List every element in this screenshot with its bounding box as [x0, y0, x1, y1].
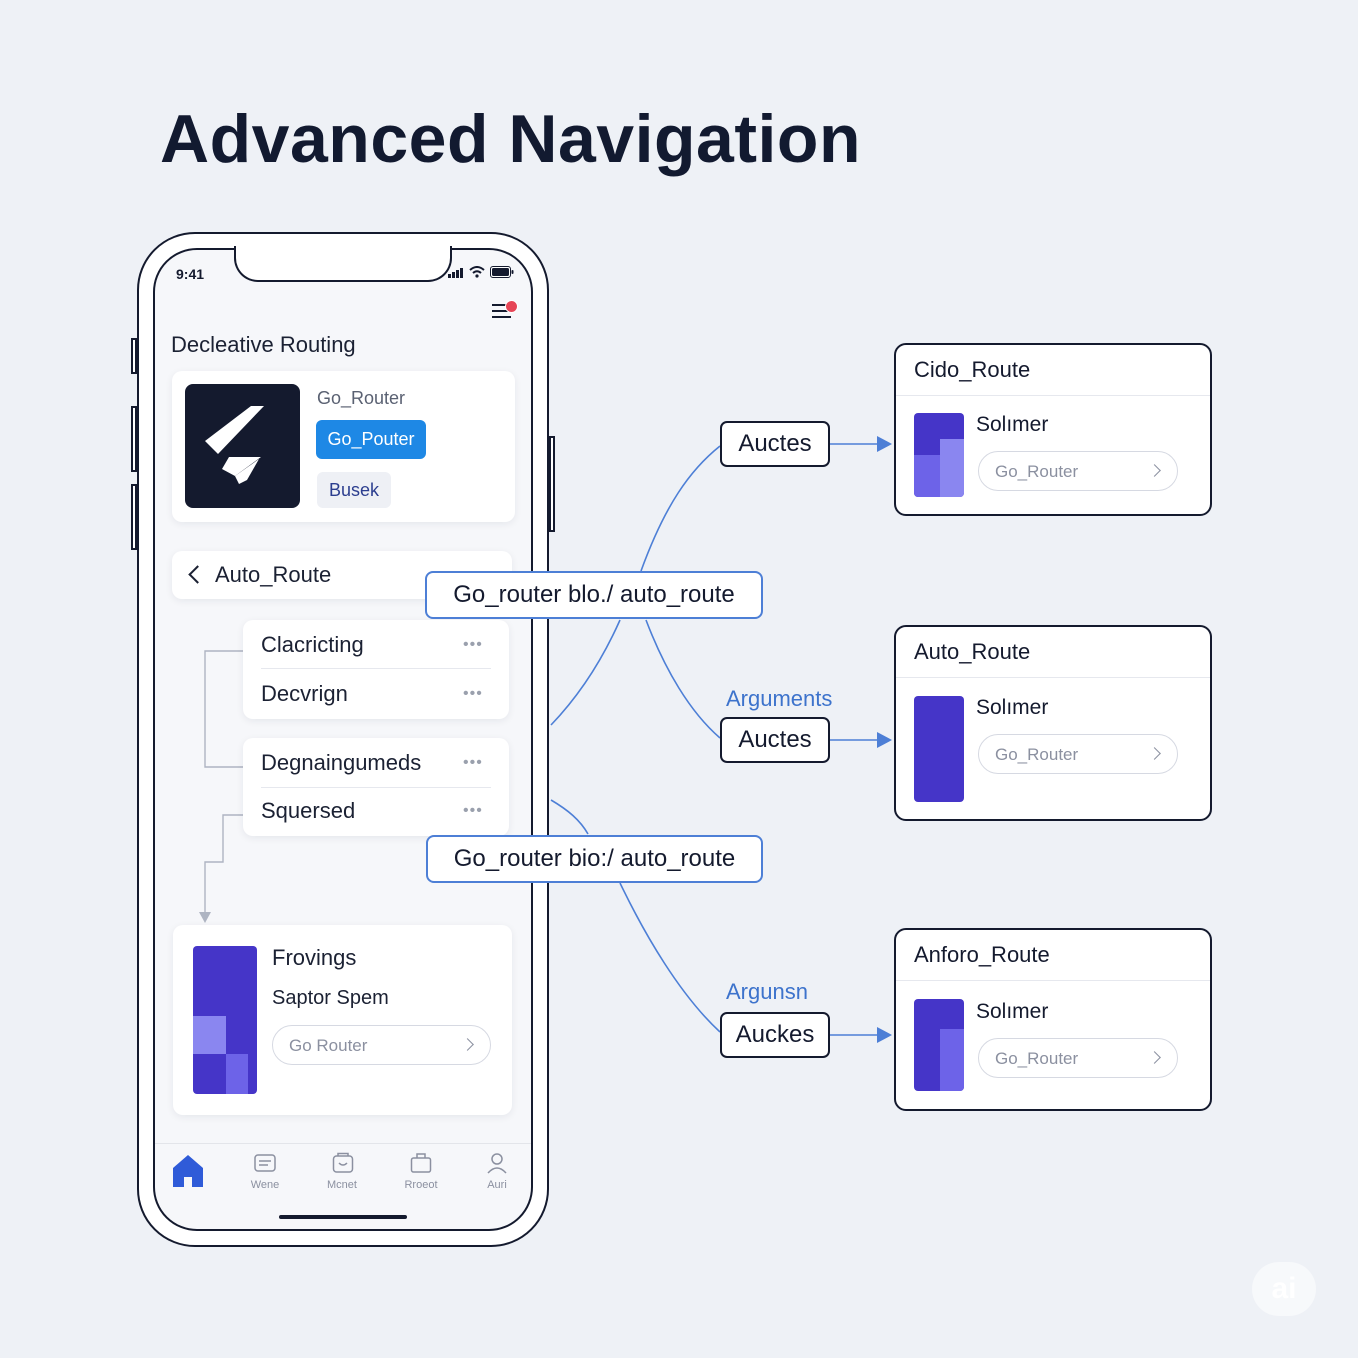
list-item[interactable]: Clacricting	[261, 632, 364, 657]
hamburger-menu-icon[interactable]	[492, 304, 511, 322]
chevron-right-icon	[1148, 747, 1161, 760]
go-router-button[interactable]: Go_Pouter	[316, 420, 426, 459]
chevron-right-icon	[1148, 1051, 1161, 1064]
phone-notch	[234, 246, 452, 282]
route-callout: Go_router bio:/ auto_route	[426, 835, 763, 883]
pill-label: Go_Router	[995, 462, 1079, 481]
route-subtitle: Solımer	[976, 413, 1049, 436]
route-tag: Auctes	[720, 717, 830, 763]
phone-mute-button	[131, 338, 137, 374]
route-title: Cido_Route	[914, 357, 1031, 382]
route-thumbnail	[914, 999, 964, 1091]
connector-curve	[619, 882, 721, 1033]
card-thumbnail	[193, 946, 257, 1094]
route-subtitle: Solımer	[976, 1000, 1049, 1023]
go-router-pill[interactable]: Go_Router	[978, 734, 1178, 774]
route-card: Cido_Route Solımer Go_Router	[894, 343, 1212, 516]
connector-curve	[645, 619, 721, 739]
phone-volume-up-button	[131, 406, 137, 472]
pill-label: Go Router	[289, 1036, 368, 1055]
status-icons	[448, 266, 514, 278]
notification-badge	[505, 300, 518, 313]
pill-label: Go_Router	[995, 1049, 1079, 1068]
divider	[896, 980, 1210, 981]
divider	[896, 677, 1210, 678]
go-router-pill[interactable]: Go_Router	[978, 1038, 1178, 1078]
more-icon[interactable]: •••	[463, 802, 483, 819]
divider	[261, 787, 491, 788]
route-tag: Auckes	[720, 1012, 830, 1058]
divider	[896, 395, 1210, 396]
library-label: Go_Router	[317, 388, 406, 408]
arrow-right-icon	[877, 1027, 892, 1043]
home-icon[interactable]	[172, 1153, 204, 1189]
arrow-right-icon	[877, 732, 892, 748]
route-thumbnail	[914, 696, 964, 802]
route-title: Auto_Route	[914, 639, 1031, 664]
bag-icon[interactable]	[410, 1152, 432, 1173]
home-indicator	[279, 1215, 407, 1219]
list-item[interactable]: Squersed	[261, 798, 356, 823]
more-icon[interactable]: •••	[463, 685, 483, 702]
page-title: Advanced Navigation	[160, 101, 861, 177]
busek-button[interactable]: Busek	[317, 472, 391, 508]
route-card: Auto_Route Solımer Go_Router	[894, 625, 1212, 821]
arrow-right-icon	[877, 436, 892, 452]
argument-label: Arguments	[726, 686, 833, 711]
card-title: Frovings	[272, 945, 357, 970]
wallet-icon[interactable]	[254, 1153, 276, 1173]
pill-label: Go_Router	[995, 745, 1079, 764]
route-callout: Go_router blo./ auto_route	[425, 571, 763, 619]
tab-label: Mcnet	[327, 1179, 357, 1191]
profile-icon[interactable]	[486, 1152, 508, 1174]
list-item[interactable]: Degnaingumeds	[261, 750, 422, 775]
tab-label: Auri	[487, 1179, 507, 1191]
back-nav-label: Auto_Route	[215, 562, 332, 587]
list-item[interactable]: Decvrign	[261, 681, 348, 706]
route-thumbnail	[914, 413, 964, 497]
divider	[261, 668, 491, 669]
chevron-right-icon	[461, 1038, 474, 1051]
chevron-right-icon	[1148, 464, 1161, 477]
tabbar-divider	[155, 1143, 531, 1144]
card-subtitle: Saptor Spem	[272, 987, 389, 1009]
screen-title: Decleative Routing	[171, 332, 356, 357]
route-title: Anforo_Route	[914, 942, 1050, 967]
connector-curve	[640, 445, 721, 572]
list-group	[243, 620, 509, 719]
more-icon[interactable]: •••	[463, 636, 483, 653]
phone-volume-down-button	[131, 484, 137, 550]
watermark-logo: ai	[1252, 1262, 1316, 1316]
battery-icon	[490, 266, 514, 278]
connector-curve	[550, 799, 589, 835]
go-router-pill[interactable]: Go Router	[272, 1025, 491, 1065]
route-card: Anforo_Route Solımer Go_Router	[894, 928, 1212, 1111]
signal-icon	[448, 268, 464, 278]
status-time: 9:41	[176, 266, 205, 282]
flutter-logo	[185, 384, 300, 508]
box-icon[interactable]	[332, 1152, 354, 1173]
connector-curve	[550, 619, 621, 726]
go-router-pill[interactable]: Go_Router	[978, 451, 1178, 491]
tab-label: Rroeot	[404, 1179, 438, 1191]
tab-label: Wene	[250, 1179, 280, 1191]
argument-label: Argunsn	[726, 979, 808, 1004]
route-subtitle: Solımer	[976, 696, 1049, 719]
more-icon[interactable]: •••	[463, 754, 483, 771]
wifi-icon	[469, 266, 485, 278]
phone-power-button	[549, 436, 555, 532]
route-tag: Auctes	[720, 421, 830, 467]
